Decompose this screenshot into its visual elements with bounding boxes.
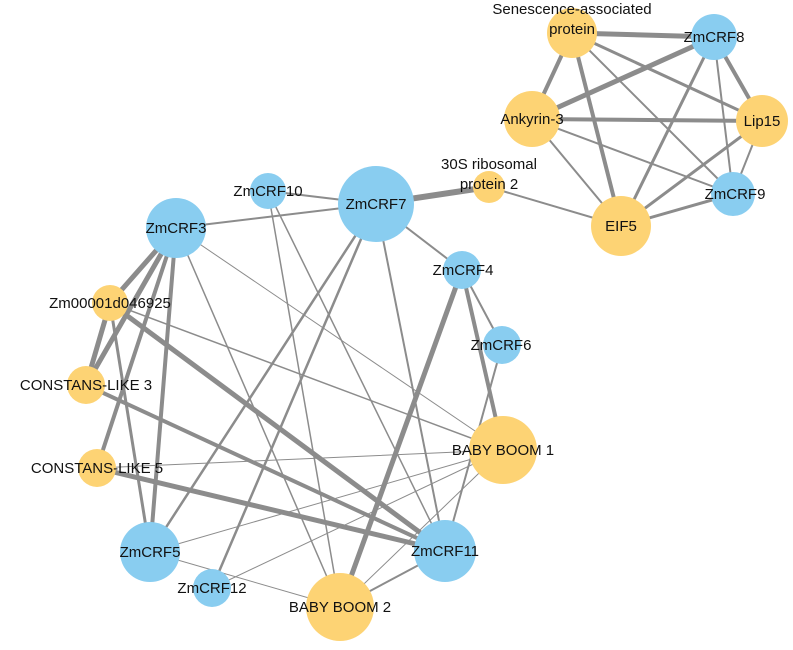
node-constans5 xyxy=(78,449,116,487)
node-ankyrin3 xyxy=(504,91,560,147)
node-label-line: 30S ribosomal xyxy=(441,156,537,173)
node-label-line: Lip15 xyxy=(744,113,781,130)
node-babyboom1 xyxy=(469,416,537,484)
node-label-line: ZmCRF9 xyxy=(705,186,766,203)
edge-babyboom1-babyboom2 xyxy=(339,449,504,608)
edge-constans3-zmcrf11 xyxy=(84,383,447,553)
edge-ankyrin3-zmcrf9 xyxy=(531,118,734,195)
node-label-ribosomal30s: 30S ribosomal protein 2 xyxy=(441,156,537,193)
edge-zmcrf3-constans5 xyxy=(95,226,178,470)
node-label-zmcrf8: ZmCRF8 xyxy=(684,29,745,46)
node-label-senescence: Senescence-associated protein xyxy=(492,1,651,38)
edge-zm00001d046925-babyboom1 xyxy=(109,302,504,451)
node-label-line: ZmCRF5 xyxy=(120,544,181,561)
node-label-zmcrf7: ZmCRF7 xyxy=(346,196,407,213)
edge-ankyrin3-lip15 xyxy=(530,117,764,123)
edge-zm00001d046925-zmcrf5 xyxy=(108,301,152,554)
node-eif5 xyxy=(591,196,651,256)
node-label-babyboom2: BABY BOOM 2 xyxy=(289,599,391,616)
node-label-constans5: CONSTANS-LIKE 5 xyxy=(31,460,163,477)
node-zm00001d046925 xyxy=(92,285,128,321)
node-zmcrf5 xyxy=(120,522,180,582)
node-zmcrf11 xyxy=(414,520,476,582)
edge-zmcrf3-babyboom1 xyxy=(175,227,504,451)
node-zmcrf6 xyxy=(483,326,521,364)
edge-constans5-babyboom1 xyxy=(96,449,504,469)
edge-zmcrf10-zmcrf11 xyxy=(267,190,446,552)
node-ribosomal30s xyxy=(473,171,505,203)
node-label-zmcrf12: ZmCRF12 xyxy=(177,580,246,597)
edge-zmcrf7-zmcrf12 xyxy=(210,202,378,590)
node-label-zmcrf5: ZmCRF5 xyxy=(120,544,181,561)
edge-zmcrf8-zmcrf9 xyxy=(713,36,734,195)
node-label-constans3: CONSTANS-LIKE 3 xyxy=(20,377,152,394)
edge-senescence-eif5 xyxy=(570,31,623,228)
node-label-line: Zm00001d046925 xyxy=(49,295,171,312)
edge-zmcrf3-zmcrf5 xyxy=(148,226,178,554)
node-label-line: ZmCRF7 xyxy=(346,196,407,213)
node-zmcrf10 xyxy=(250,173,286,209)
node-label-line: ZmCRF8 xyxy=(684,29,745,46)
node-label-eif5: EIF5 xyxy=(605,218,637,235)
node-label-line: ZmCRF4 xyxy=(433,262,494,279)
edge-senescence-lip15 xyxy=(570,31,764,123)
node-label-zmcrf6: ZmCRF6 xyxy=(471,337,532,354)
node-label-line: ZmCRF11 xyxy=(411,543,479,560)
node-layer xyxy=(67,8,788,641)
node-label-zm00001d046925: Zm00001d046925 xyxy=(49,295,171,312)
node-label-zmcrf4: ZmCRF4 xyxy=(433,262,494,279)
node-label-line: EIF5 xyxy=(605,218,637,235)
node-label-line: BABY BOOM 1 xyxy=(452,442,554,459)
node-label-line: CONSTANS-LIKE 3 xyxy=(20,377,152,394)
node-label-ankyrin3: Ankyrin-3 xyxy=(500,111,563,128)
edge-zm00001d046925-zmcrf11 xyxy=(107,300,448,554)
edge-zmcrf7-zmcrf11 xyxy=(375,203,446,552)
edge-zmcrf8-eif5 xyxy=(619,35,716,228)
edge-layer xyxy=(83,30,764,610)
node-zmcrf7 xyxy=(338,166,414,242)
edge-senescence-zmcrf9 xyxy=(571,32,734,195)
node-label-line: CONSTANS-LIKE 5 xyxy=(31,460,163,477)
node-label-zmcrf3: ZmCRF3 xyxy=(146,220,207,237)
edge-zmcrf7-zmcrf5 xyxy=(148,202,378,554)
node-zmcrf3 xyxy=(146,198,206,258)
node-zmcrf12 xyxy=(193,569,231,607)
node-label-babyboom1: BABY BOOM 1 xyxy=(452,442,554,459)
edge-zmcrf10-babyboom2 xyxy=(267,190,341,608)
node-label-line: protein 2 xyxy=(460,176,518,193)
node-label-line: Ankyrin-3 xyxy=(500,111,563,128)
node-label-zmcrf11: ZmCRF11 xyxy=(411,543,479,560)
node-label-line: protein xyxy=(549,21,595,38)
node-label-line: Senescence-associated xyxy=(492,1,651,18)
label-layer: Senescence-associated protein ZmCRF8Ankyri… xyxy=(20,1,780,616)
node-label-line: ZmCRF10 xyxy=(233,183,302,200)
edge-zmcrf5-babyboom1 xyxy=(149,449,504,553)
node-senescence xyxy=(547,8,597,58)
node-babyboom2 xyxy=(306,573,374,641)
node-constans3 xyxy=(67,366,105,404)
edge-zmcrf8-ankyrin3 xyxy=(529,34,717,122)
node-label-line: ZmCRF12 xyxy=(177,580,246,597)
node-label-zmcrf9: ZmCRF9 xyxy=(705,186,766,203)
node-lip15 xyxy=(736,95,788,147)
node-zmcrf9 xyxy=(711,172,755,216)
node-label-line: ZmCRF3 xyxy=(146,220,207,237)
edge-zmcrf4-babyboom2 xyxy=(337,267,465,610)
edge-zmcrf3-constans3 xyxy=(83,225,179,388)
edge-babyboom1-zmcrf12 xyxy=(211,449,504,589)
node-zmcrf8 xyxy=(691,14,737,60)
node-zmcrf4 xyxy=(443,251,481,289)
node-label-lip15: Lip15 xyxy=(744,113,781,130)
node-label-line: BABY BOOM 2 xyxy=(289,599,391,616)
node-label-zmcrf10: ZmCRF10 xyxy=(233,183,302,200)
edge-zmcrf3-babyboom2 xyxy=(175,227,341,608)
node-label-line: ZmCRF6 xyxy=(471,337,532,354)
edge-constans5-zmcrf11 xyxy=(94,465,448,554)
